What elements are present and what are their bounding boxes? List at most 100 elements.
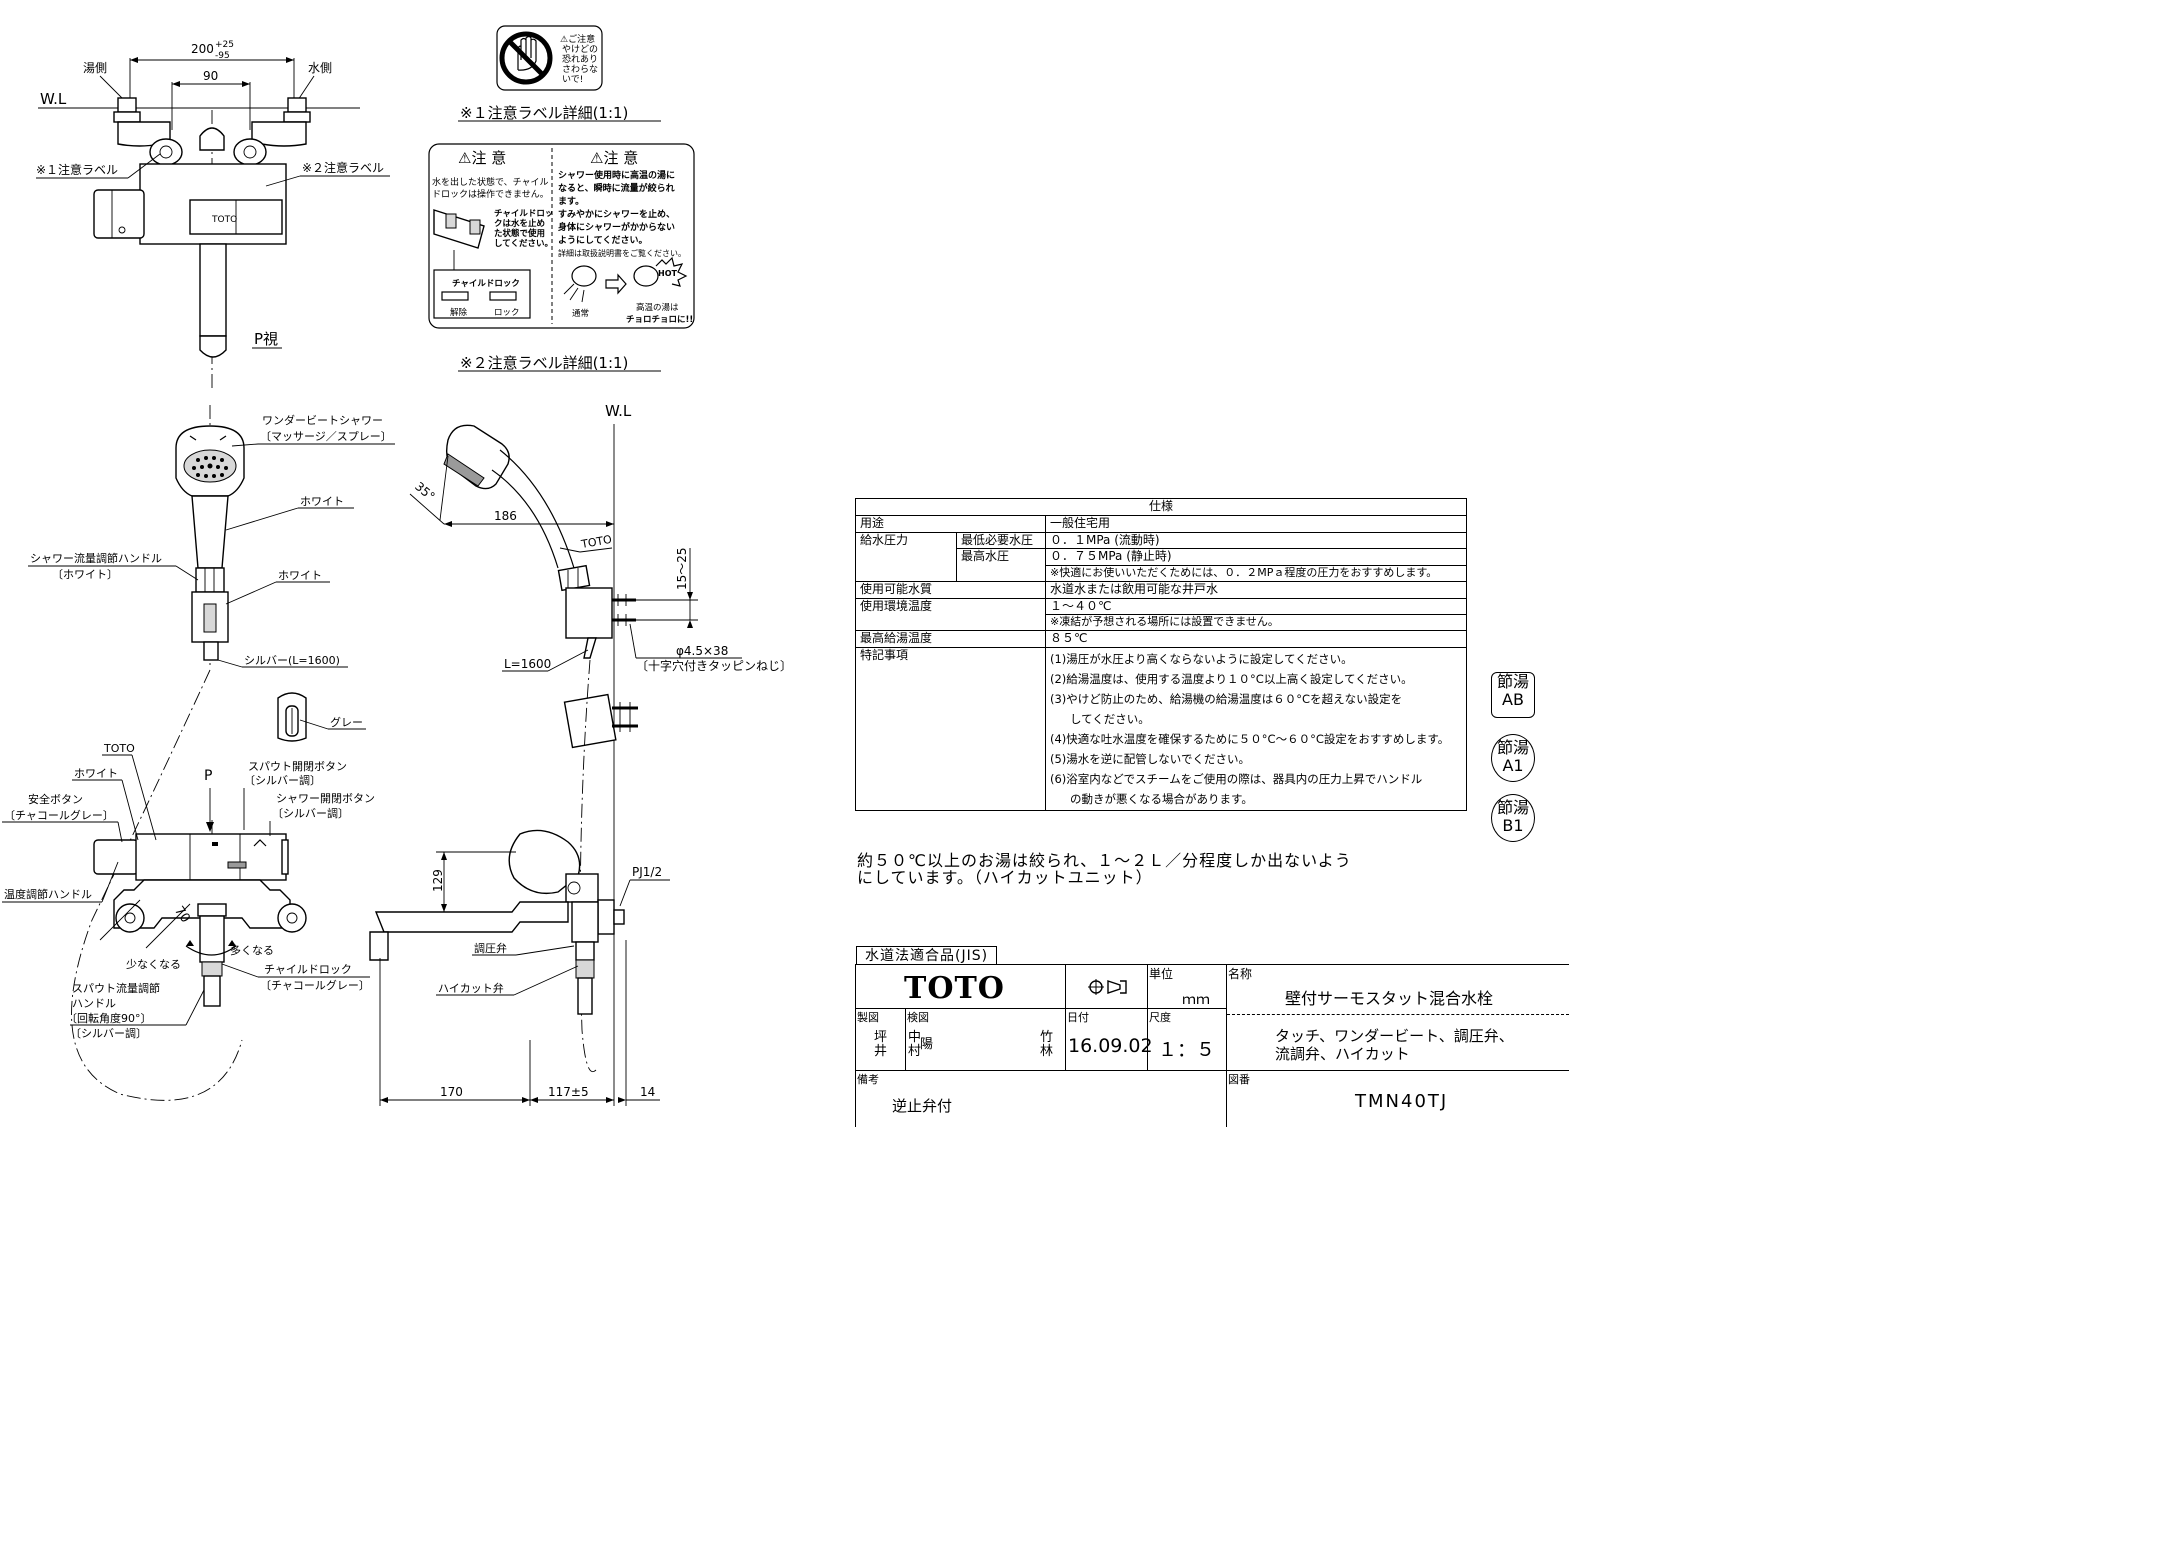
label2-right-hot-cap2: チョロチョロに!! bbox=[626, 315, 693, 325]
child-lock-label: チャイルドロック bbox=[264, 963, 352, 976]
hicut-note: 約５０℃以上のお湯は絞られ、１〜２Ｌ／分程度しか出ないよう にしています。（ハイ… bbox=[857, 852, 1352, 886]
spout-button-color: 〔シルバー調〕 bbox=[244, 773, 321, 787]
checked-stamp: 陽 bbox=[920, 1037, 934, 1052]
cold-side-label: 水側 bbox=[308, 61, 332, 75]
ab-top: 節湯 bbox=[1496, 672, 1529, 691]
approve-1: 竹 bbox=[1040, 1030, 1054, 1045]
spec-r4-note: ※凍結が予想される場所には設置できません。 bbox=[1045, 614, 1467, 632]
date-value: 16.09.02 bbox=[1068, 1035, 1153, 1057]
spec-note-3a: (3)やけど防止のため、給湯機の給湯温度は６０°Cを超えない設定を bbox=[1050, 691, 1403, 706]
spout-handle-label-1: スパウト流量調節 bbox=[72, 981, 160, 995]
safety-button-color: 〔チャコールグレー〕 bbox=[4, 808, 114, 822]
spec-r3-value: 水道水または飲用可能な井戸水 bbox=[1045, 580, 1467, 599]
body-mark: TOTO bbox=[211, 215, 237, 225]
spec-r5-value: ８５℃ bbox=[1045, 630, 1467, 648]
drawing-no-value: TMN40TJ bbox=[1355, 1091, 1449, 1112]
spec-note-6b: の動きが悪くなる場合があります。 bbox=[1070, 791, 1253, 806]
spec-r4-value: １〜４０℃ bbox=[1045, 597, 1467, 616]
shower-front-view: ワンダービートシャワー 〔マッサージ／スプレー〕 ホワイト シャワー流量調節ハン… bbox=[28, 405, 395, 668]
drawn-2: 井 bbox=[874, 1044, 888, 1059]
label2-left-c4: してください。 bbox=[494, 239, 553, 249]
spec-note-6a: (6)浴室内などでスチームをご使用の際は、器具内の圧力上昇でハンドル bbox=[1050, 771, 1423, 786]
screw-size: φ4.5×38 bbox=[676, 644, 728, 658]
toto-side-label: TOTO bbox=[579, 533, 613, 551]
shower-button-color: 〔シルバー調〕 bbox=[272, 806, 349, 820]
desc-1: タッチ、ワンダービート、調圧弁、 bbox=[1275, 1027, 1514, 1045]
label2-left-title: ⚠注 意 bbox=[458, 149, 506, 167]
drawn-cell: 製図 坪 井 bbox=[856, 1009, 906, 1071]
spec-r2-label: 給水圧力 bbox=[855, 531, 957, 582]
p-view-label: P視 bbox=[254, 330, 278, 348]
label2-left-release: 解除 bbox=[450, 307, 468, 318]
name-label: 名称 bbox=[1228, 967, 1253, 981]
name-value: 壁付サーモスタット混合水栓 bbox=[1285, 989, 1494, 1008]
label1-caption: ※１注意ラベル詳細(1:1) bbox=[460, 104, 628, 122]
flow-handle-label: シャワー流量調節ハンドル bbox=[30, 551, 162, 565]
remarks-value: 逆止弁付 bbox=[892, 1097, 953, 1115]
label2-left-c1: チャイルドロッ bbox=[494, 209, 553, 219]
label2-right-l6: ようにしてください。 bbox=[558, 235, 647, 246]
drawn-1: 坪 bbox=[874, 1030, 888, 1045]
toto-bottom-label: TOTO bbox=[103, 742, 135, 755]
spout-handle-label-2: ハンドル bbox=[72, 997, 116, 1010]
spec-note-1: (1)湯圧が水圧より高くならないように設定してください。 bbox=[1050, 651, 1353, 666]
spec-r3-label: 使用可能水質 bbox=[855, 580, 1046, 599]
a1-bottom: A1 bbox=[1502, 756, 1524, 775]
more-label: 多くなる bbox=[230, 943, 274, 957]
dim-200: 200 bbox=[191, 42, 214, 56]
dim-15-25: 15〜25 bbox=[675, 547, 689, 590]
child-lock-color: 〔チャコールグレー〕 bbox=[260, 978, 370, 992]
wl-label-top: W.L bbox=[40, 90, 67, 108]
remarks-cell: 備考 逆止弁付 bbox=[856, 1071, 1227, 1127]
temp-handle-label: 温度調節ハンドル bbox=[4, 887, 92, 901]
label2-right-hot-cap1: 高温の湯は bbox=[636, 302, 679, 313]
projection-cell bbox=[1066, 965, 1148, 1009]
spec-note-3b: してください。 bbox=[1070, 711, 1150, 726]
title-block: TOTO 単位 ｍｍ 名称 壁付サーモスタット混合水栓 製図 坪 井 検図 中 … bbox=[855, 964, 1569, 1127]
shower-holder: グレー bbox=[277, 692, 366, 742]
label2-left-lock: チャイルドロック bbox=[452, 278, 520, 289]
dim-129: 129 bbox=[431, 869, 445, 892]
spec-notes: (1)湯圧が水圧より高くならないように設定してください。 (2)給湯温度は、使用… bbox=[1045, 646, 1467, 811]
scale-value: １：５ bbox=[1158, 1039, 1216, 1061]
date-label: 日付 bbox=[1067, 1011, 1089, 1024]
side-view: W.L 15〜25 186 35° TOTO L= bbox=[369, 402, 792, 1106]
spec-r2-val2: ０．７５MPa (静止時) bbox=[1045, 548, 1467, 567]
checked-cell: 検図 中 村 陽 竹 林 bbox=[906, 1009, 1066, 1071]
shower-button-label: シャワー開閉ボタン bbox=[276, 792, 375, 805]
note-line-2: にしています。（ハイカットユニット） bbox=[857, 868, 1153, 887]
dim-117: 117±5 bbox=[548, 1085, 589, 1099]
name-cell: 名称 壁付サーモスタット混合水栓 bbox=[1227, 965, 1569, 1015]
label2-right-l7: 詳細は取扱説明書をご覧ください。 bbox=[558, 248, 686, 258]
spec-r2-sub2: 最高水圧 bbox=[956, 548, 1046, 582]
spec-r1-value: 一般住宅用 bbox=[1045, 514, 1467, 533]
a1-top: 節湯 bbox=[1496, 738, 1529, 757]
white-label-2: ホワイト bbox=[278, 569, 322, 582]
desc: タッチ、ワンダービート、調圧弁、 流調弁、ハイカット bbox=[1275, 1027, 1514, 1063]
spec-note-2: (2)給湯温度は、使用する温度より１０°C以上高く設定してください。 bbox=[1050, 671, 1413, 686]
wl-label-side: W.L bbox=[605, 402, 632, 420]
dim-170: 170 bbox=[440, 1085, 463, 1099]
spec-r5-label: 最高給湯温度 bbox=[855, 630, 1046, 648]
spec-r1-label: 用途 bbox=[855, 514, 1046, 533]
caution-label-1: ⚠ご注意 やけどの 恐れあり さわらな いで! bbox=[496, 25, 603, 91]
white-label-3: ホワイト bbox=[74, 767, 118, 780]
label2-right-l5: 身体にシャワーがかからない bbox=[558, 221, 675, 233]
top-front-view: 200 +25 -95 90 湯側 水側 W.L bbox=[36, 40, 390, 390]
label2-right-l1: シャワー使用時に高温の湯に bbox=[558, 169, 675, 181]
safety-button-label: 安全ボタン bbox=[28, 792, 83, 806]
water-saving-ab-icon: 節湯 AB bbox=[1491, 672, 1535, 718]
drawing-no-cell: 図番 TMN40TJ bbox=[1227, 1071, 1569, 1127]
unit-value: ｍｍ bbox=[1182, 992, 1210, 1008]
spout-button-label: スパウト開閉ボタン bbox=[248, 760, 347, 773]
spec-note-5: (5)湯水を逆に配管しないでください。 bbox=[1050, 751, 1250, 766]
checked-label: 検図 bbox=[907, 1011, 929, 1024]
note-line-1: 約５０℃以上のお湯は絞られ、１〜２Ｌ／分程度しか出ないよう bbox=[857, 851, 1352, 870]
jis-label: 水道法適合品(JIS) bbox=[856, 946, 998, 965]
p-arrow-label: P bbox=[204, 768, 212, 784]
label1-line4: さわらな bbox=[562, 64, 598, 75]
scale-label: 尺度 bbox=[1149, 1011, 1171, 1024]
date-cell: 日付 16.09.02 bbox=[1066, 1009, 1153, 1071]
pressure-valve-label: 調圧弁 bbox=[474, 941, 507, 955]
spout-handle-label-4: 〔シルバー調〕 bbox=[70, 1026, 147, 1040]
